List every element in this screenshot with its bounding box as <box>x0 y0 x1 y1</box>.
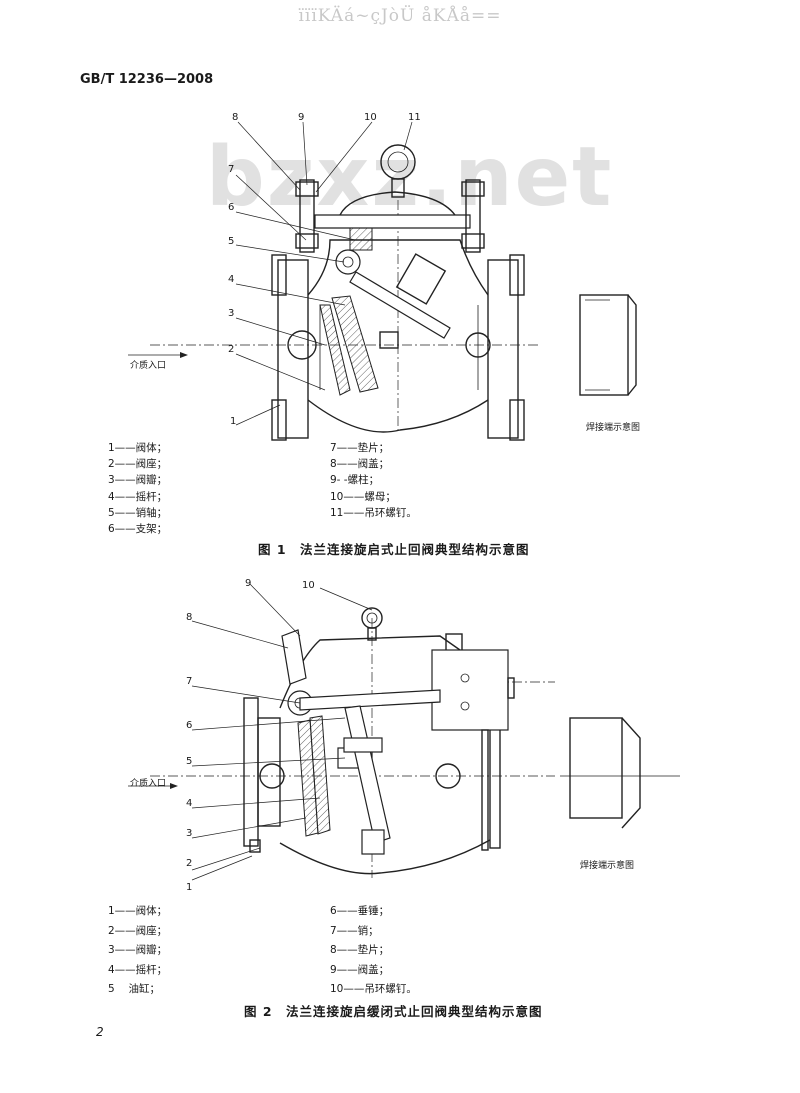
fig1-callout-4: 4 <box>228 274 235 285</box>
fig2-callout-1: 1 <box>186 882 193 893</box>
fig2-callout-4: 4 <box>186 798 193 809</box>
fig2-callout-9: 9 <box>245 578 252 589</box>
legend-item: 6——支架； <box>108 523 168 536</box>
figure1-caption: 图 1 法兰连接旋启式止回阀典型结构示意图 <box>258 542 530 557</box>
page-header-garbled: ïïïKÄá~çJòÜ åKÅå== <box>298 6 502 26</box>
fig2-callout-8: 8 <box>186 612 193 623</box>
legend-item: 1——阀体； <box>108 905 168 917</box>
watermark: bzxz.net <box>206 130 614 225</box>
fig1-flow-label: 介质入口 <box>130 361 167 371</box>
legend-item: 2——阀座； <box>108 458 168 471</box>
fig2-callout-3: 3 <box>186 828 193 839</box>
figure2-caption: 图 2 法兰连接旋启缓闭式止回阀典型结构示意图 <box>244 1004 543 1019</box>
legend-item: 7——垫片； <box>330 442 390 454</box>
legend-item: 1——阀体； <box>108 442 168 454</box>
figure2-drawing <box>128 583 680 881</box>
legend-item: 4——摇杆； <box>108 963 168 976</box>
legend-item: 2——阀座； <box>108 924 168 937</box>
legend-item: 8——阀盖； <box>330 458 390 471</box>
fig1-legend-left: 1——阀体； 2——阀座； 3——阀瓣； 4——摇杆； 5——销轴； 6——支架… <box>108 440 167 537</box>
fig1-callout-9: 9 <box>298 112 305 123</box>
fig2-callout-2: 2 <box>186 858 193 869</box>
legend-item: 7——销； <box>330 924 379 937</box>
fig1-callout-7: 7 <box>228 164 235 175</box>
legend-item: 8——垫片； <box>330 944 390 956</box>
legend-item: 11——吊环螺钉。 <box>330 506 417 519</box>
fig1-weld-label: 焊接端示意图 <box>586 423 641 433</box>
legend-item: 3——阀瓣； <box>108 944 168 956</box>
legend-item: 10——螺母； <box>330 490 396 503</box>
legend-item: 4——摇杆； <box>108 490 168 503</box>
fig1-callout-10: 10 <box>364 112 377 123</box>
fig1-legend-right: 7——垫片； 8——阀盖； 9- -螺柱； 10——螺母； 11——吊环螺钉。 <box>330 440 417 521</box>
fig1-callout-1: 1 <box>230 416 237 427</box>
legend-item: 5——销轴； <box>108 506 168 519</box>
legend-item: 9- -螺柱； <box>330 474 380 487</box>
standard-number: GB/T 12236—2008 <box>80 72 214 87</box>
legend-item: 9——阀盖； <box>330 963 390 976</box>
fig2-legend-left: 1——阀体； 2——阀座； 3——阀瓣； 4——摇杆； 5 油缸； <box>108 902 167 1000</box>
fig1-callout-11: 11 <box>408 112 421 123</box>
fig2-callout-5: 5 <box>186 756 193 767</box>
fig2-callout-10: 10 <box>302 580 315 591</box>
fig1-callout-3: 3 <box>228 308 235 319</box>
fig1-callout-2: 2 <box>228 344 235 355</box>
legend-item: 3——阀瓣； <box>108 474 168 487</box>
fig2-callout-7: 7 <box>186 676 193 687</box>
fig2-callout-6: 6 <box>186 720 193 731</box>
legend-item: 5 油缸； <box>108 983 161 995</box>
fig1-callout-8: 8 <box>232 112 239 123</box>
legend-item: 10——吊环螺钉。 <box>330 983 417 995</box>
fig1-callout-5: 5 <box>228 236 235 247</box>
legend-item: 6——垂锤； <box>330 905 390 917</box>
fig2-flow-label: 介质入口 <box>130 779 167 789</box>
fig1-callout-6: 6 <box>228 202 235 213</box>
fig2-legend-right: 6——垂锤； 7——销； 8——垫片； 9——阀盖； 10——吊环螺钉。 <box>330 902 417 1000</box>
figure1-drawing <box>128 121 637 441</box>
fig2-weld-label: 焊接端示意图 <box>580 861 635 871</box>
page-number: 2 <box>96 1025 104 1039</box>
